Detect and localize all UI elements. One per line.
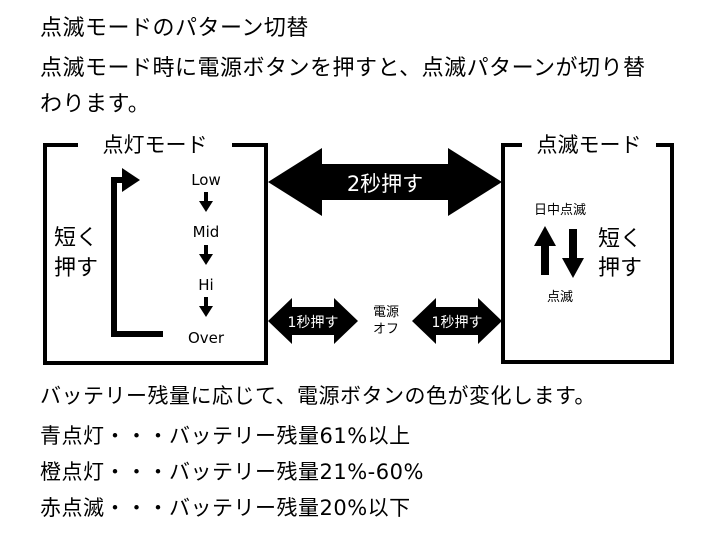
light-short-press-line-2: 押す bbox=[54, 256, 98, 281]
level-over: Over bbox=[188, 329, 225, 347]
long-press-label: 2秒押す bbox=[347, 172, 423, 196]
down-arrow-icon bbox=[199, 245, 213, 265]
one-sec-arrow-left bbox=[268, 298, 358, 344]
intro-text-line-1: 点滅モード時に電源ボタンを押すと、点滅パターンが切り替 bbox=[40, 56, 646, 81]
one-sec-arrow-right bbox=[412, 298, 502, 344]
light-short-press-line-1: 短く bbox=[54, 226, 98, 251]
blink-top-label: 日中点滅 bbox=[534, 203, 586, 218]
battery-row-orange: 橙点灯・・・バッテリー残量21%-60% bbox=[40, 460, 424, 484]
light-mode-box bbox=[43, 143, 268, 365]
blink-short-press-line-2: 押す bbox=[598, 256, 642, 281]
down-arrow-icon bbox=[199, 297, 213, 317]
level-mid: Mid bbox=[193, 223, 220, 241]
battery-intro: バッテリー残量に応じて、電源ボタンの色が変化します。 bbox=[40, 384, 596, 408]
long-press-double-arrow bbox=[268, 148, 502, 216]
battery-row-red: 赤点滅・・・バッテリー残量20%以下 bbox=[40, 496, 411, 520]
power-off-line-2: オフ bbox=[373, 322, 399, 337]
blink-mode-title: 点滅モード bbox=[537, 133, 642, 157]
one-sec-press-left-label: 1秒押す bbox=[288, 315, 339, 331]
page-heading: 点滅モードのパターン切替 bbox=[40, 16, 309, 41]
blink-mode-box bbox=[501, 143, 674, 364]
up-arrow-icon bbox=[534, 226, 556, 275]
blink-bottom-label: 点滅 bbox=[547, 290, 573, 305]
down-arrow-icon bbox=[562, 229, 584, 278]
power-off-line-1: 電源 bbox=[373, 305, 399, 320]
cycle-loop-line bbox=[111, 177, 163, 337]
light-mode-title: 点灯モード bbox=[103, 133, 208, 157]
level-low: Low bbox=[191, 171, 221, 189]
one-sec-press-right-label: 1秒押す bbox=[432, 315, 483, 331]
level-hi: Hi bbox=[198, 276, 213, 294]
cycle-loop-arrowhead-icon bbox=[122, 168, 140, 192]
intro-text-line-2: わります。 bbox=[40, 92, 151, 117]
down-arrow-icon bbox=[199, 192, 213, 212]
blink-short-press-line-1: 短く bbox=[598, 227, 642, 252]
battery-row-blue: 青点灯・・・バッテリー残量61%以上 bbox=[40, 424, 411, 448]
